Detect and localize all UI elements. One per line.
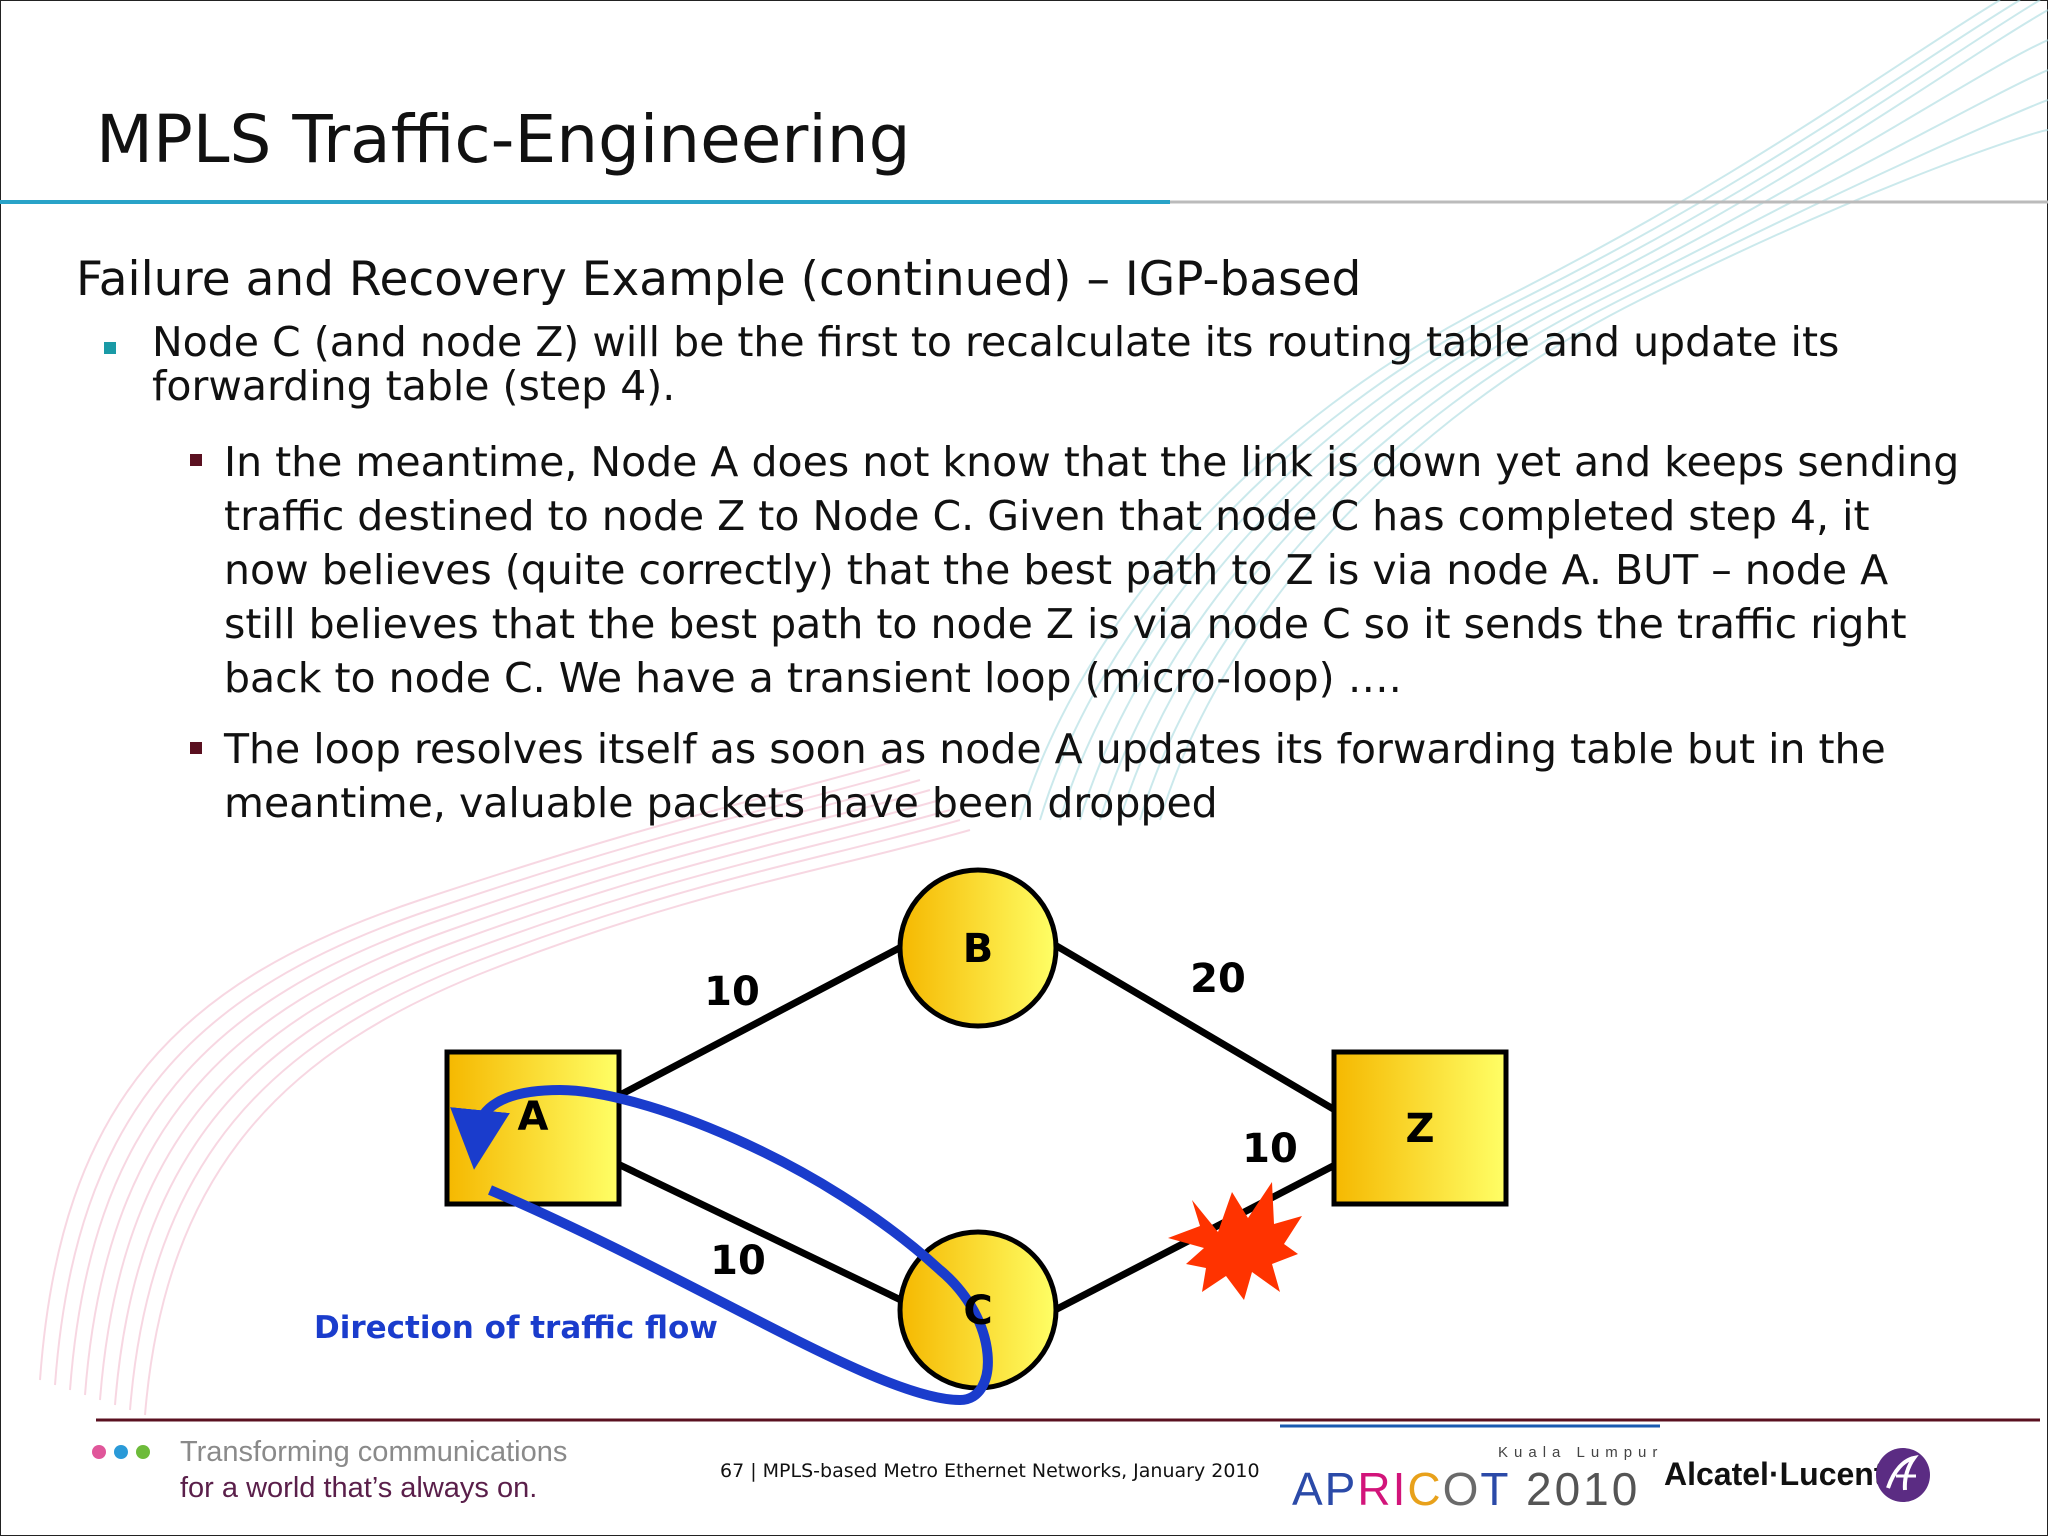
bullet-level2-loop: In the meantime, Node A does not know th…	[224, 438, 1960, 702]
node-label-b: B	[963, 926, 994, 972]
slide-title: MPLS Traffic-Engineering	[96, 101, 911, 178]
bullet-level1: Node C (and node Z) will be the first to…	[152, 318, 1840, 410]
link-failure-burst-icon	[1168, 1182, 1302, 1300]
link-b-z	[1053, 941, 1337, 1114]
alcatel-lucent-logo-icon	[1876, 1448, 1930, 1502]
link-cost-b-z: 20	[1190, 956, 1246, 1002]
node-label-c: C	[963, 1288, 992, 1334]
slide-subtitle: Failure and Recovery Example (continued)…	[76, 252, 1362, 307]
link-a-b	[618, 941, 907, 1099]
traffic-loop-arrow	[450, 1084, 993, 1406]
link-a-c	[618, 1161, 907, 1306]
node-label-a: A	[518, 1094, 549, 1140]
bullet-marker-level2	[190, 742, 202, 754]
link-cost-a-c: 10	[710, 1238, 766, 1284]
node-b	[897, 867, 1059, 1029]
apricot-logo: APRICOT	[1292, 1463, 1511, 1515]
dot-pink	[92, 1445, 106, 1459]
traffic-flow-label: Direction of traffic flow	[314, 1310, 718, 1346]
apricot-year: 2010	[1526, 1463, 1641, 1515]
node-label-z: Z	[1405, 1106, 1434, 1152]
node-z	[1331, 1049, 1509, 1207]
tagline-line1: Transforming communications	[180, 1436, 568, 1468]
bullet-level2-resolve: The loop resolves itself as soon as node…	[224, 725, 1886, 827]
apricot-location: Kuala Lumpur	[1498, 1444, 1664, 1461]
dot-green	[136, 1445, 150, 1459]
bullet-marker-level1	[104, 342, 116, 354]
link-cost-a-b: 10	[704, 969, 760, 1015]
dot-blue	[114, 1445, 128, 1459]
tagline-line2: for a world that’s always on.	[180, 1472, 538, 1504]
brand-name: Alcatel·Lucent	[1664, 1456, 1885, 1492]
bullet-marker-level2	[190, 454, 202, 466]
footer-tagline: Transforming communications for a world …	[180, 1434, 567, 1506]
footer-page-info: 67 | MPLS-based Metro Ethernet Networks,…	[720, 1460, 1260, 1482]
link-cost-c-z: 10	[1242, 1126, 1298, 1172]
footer-dots	[92, 1444, 158, 1463]
network-diagram: A B C Z 10 20 10 10 Direction of traffic…	[314, 867, 1509, 1406]
